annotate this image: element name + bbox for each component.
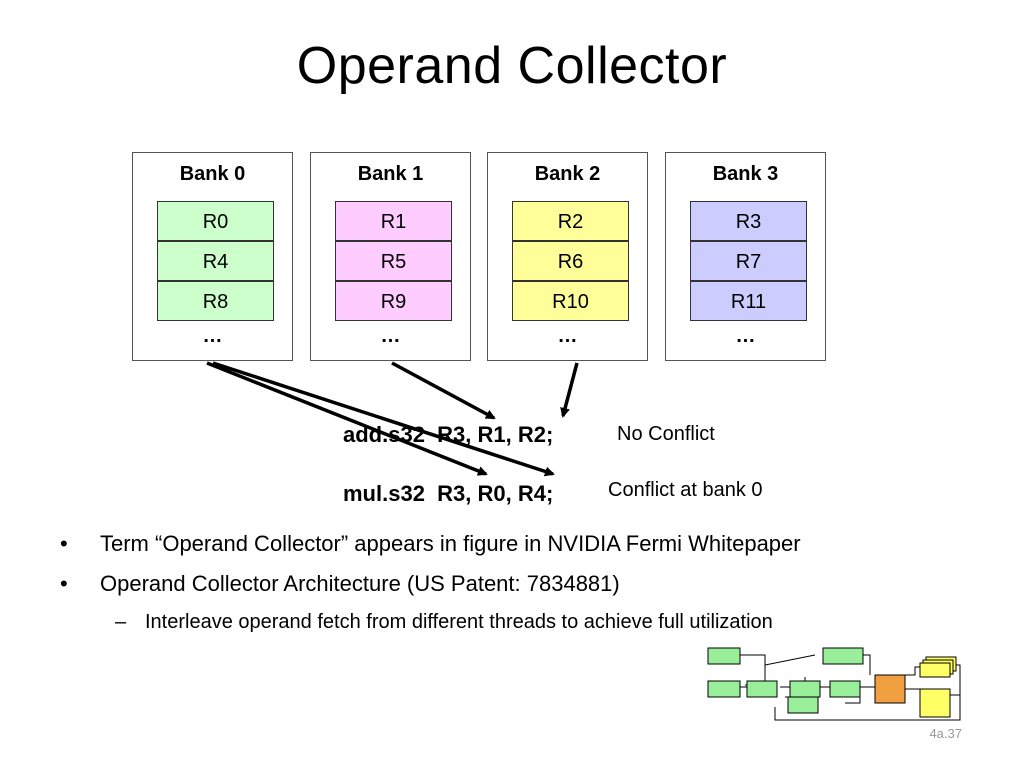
thumb-block: [787, 696, 819, 714]
page-number: 4a.37: [929, 726, 962, 741]
conflict-note: Conflict at bank 0: [608, 479, 763, 501]
bank-title: Bank 2: [534, 163, 601, 185]
register-cell: R6: [512, 241, 629, 281]
sub-bullet-mark: –: [115, 611, 127, 633]
thumb-block: [874, 674, 906, 704]
architecture-thumbnail: [707, 647, 961, 721]
sub-bullet-text: Interleave operand fetch from different …: [145, 611, 773, 633]
register-cell: R2: [512, 201, 629, 241]
register-cell: R9: [335, 281, 452, 321]
register-cell: R0: [157, 201, 274, 241]
thumb-block: [822, 647, 864, 665]
bullet-item: • Operand Collector Architecture (US Pat…: [60, 571, 620, 597]
register-cell: R3: [690, 201, 807, 241]
arrow-bank2-to-add-r2: [560, 362, 579, 418]
bank-title: Bank 0: [179, 163, 246, 185]
bullet-text: Term “Operand Collector” appears in figu…: [100, 531, 801, 556]
instruction-add: add.s32 R3, R1, R2;: [343, 422, 554, 447]
register-cell: R11: [690, 281, 807, 321]
bank-0: Bank 0 R0 R4 R8 …: [132, 152, 293, 361]
register-cell: R8: [157, 281, 274, 321]
ellipsis: …: [557, 325, 578, 347]
arrow-bank0-to-mul-r0: [206, 361, 488, 476]
bank-title: Bank 1: [357, 163, 424, 185]
bank-title: Bank 3: [712, 163, 779, 185]
arrow-bank0-to-mul-r4: [212, 361, 555, 477]
thumb-block: [789, 680, 821, 698]
bullet-mark: •: [60, 571, 68, 596]
thumb-block: [919, 688, 951, 718]
thumb-block: [707, 647, 741, 665]
register-cell: R1: [335, 201, 452, 241]
instruction-mul: mul.s32 R3, R0, R4;: [343, 481, 554, 506]
bullet-text: Operand Collector Architecture (US Paten…: [100, 571, 620, 596]
thumb-block: [829, 680, 861, 698]
bank-3: Bank 3 R3 R7 R11 …: [665, 152, 826, 361]
register-cell: R4: [157, 241, 274, 281]
sub-bullet-item: – Interleave operand fetch from differen…: [115, 611, 773, 634]
thumb-block: [746, 680, 778, 698]
thumb-block: [707, 680, 741, 698]
bank-1: Bank 1 R1 R5 R9 …: [310, 152, 471, 361]
thumb-block: [919, 662, 951, 678]
bullet-item: • Term “Operand Collector” appears in fi…: [60, 531, 801, 557]
ellipsis: …: [202, 325, 223, 347]
slide-title: Operand Collector: [296, 37, 728, 95]
ellipsis: …: [380, 325, 401, 347]
conflict-note: No Conflict: [617, 423, 715, 445]
register-cell: R5: [335, 241, 452, 281]
bullet-mark: •: [60, 531, 68, 556]
arrow-bank1-to-add-r1: [391, 361, 496, 420]
bank-2: Bank 2 R2 R6 R10 …: [487, 152, 648, 361]
register-cell: R7: [690, 241, 807, 281]
register-cell: R10: [512, 281, 629, 321]
ellipsis: …: [735, 325, 756, 347]
